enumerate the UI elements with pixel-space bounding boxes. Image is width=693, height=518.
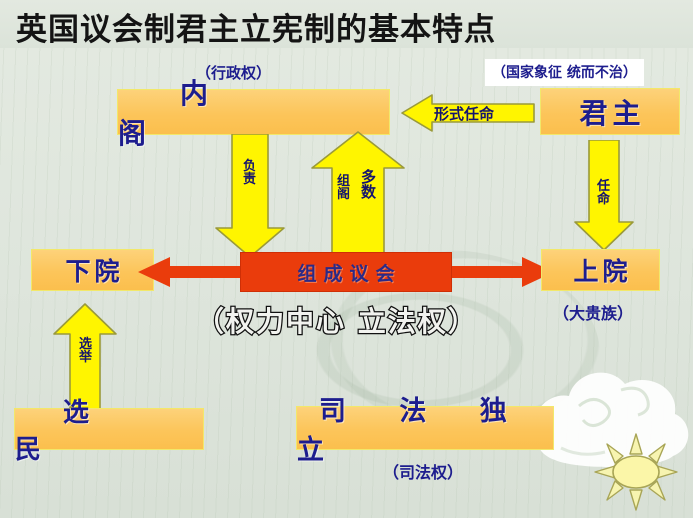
box-judicial-independence[interactable]: 司 法 独 立 (296, 396, 554, 466)
arrow-label-elect: 选举 (79, 337, 93, 366)
box-voters[interactable]: 选 民 (14, 398, 204, 465)
arrow-label-responsible: 负责 (243, 159, 257, 188)
box-house-of-lords[interactable]: 上院 (541, 249, 660, 291)
page-title: 英国议会制君主立宪制的基本特点 (16, 12, 496, 48)
label-power-center: （权力中心 立法权） (195, 304, 478, 340)
label-state-symbol: （国家象征 统而不治） (485, 59, 644, 86)
label-executive-power: （行政权） (196, 64, 272, 82)
box-parliament[interactable]: 组成议会 (240, 252, 452, 292)
arrow-label-form-cabinet: 组阁 (337, 174, 351, 203)
label-great-nobility: （大贵族） (553, 304, 634, 323)
title-bar: 英国议会制君主立宪制的基本特点 (0, 0, 693, 48)
arrow-responsible (213, 134, 287, 259)
sun-decor-icon (593, 432, 679, 512)
arrow-label-formal-appointment: 形式任命 (434, 105, 495, 123)
box-house-of-commons[interactable]: 下院 (31, 249, 154, 291)
arrow-label-majority: 多数 (361, 168, 377, 202)
label-judicial-power: （司法权） (383, 463, 464, 482)
box-monarch[interactable]: 君主 (540, 88, 680, 135)
box-cabinet[interactable]: 内 阁 (117, 77, 390, 150)
arrow-label-appoint: 任命 (597, 179, 611, 208)
